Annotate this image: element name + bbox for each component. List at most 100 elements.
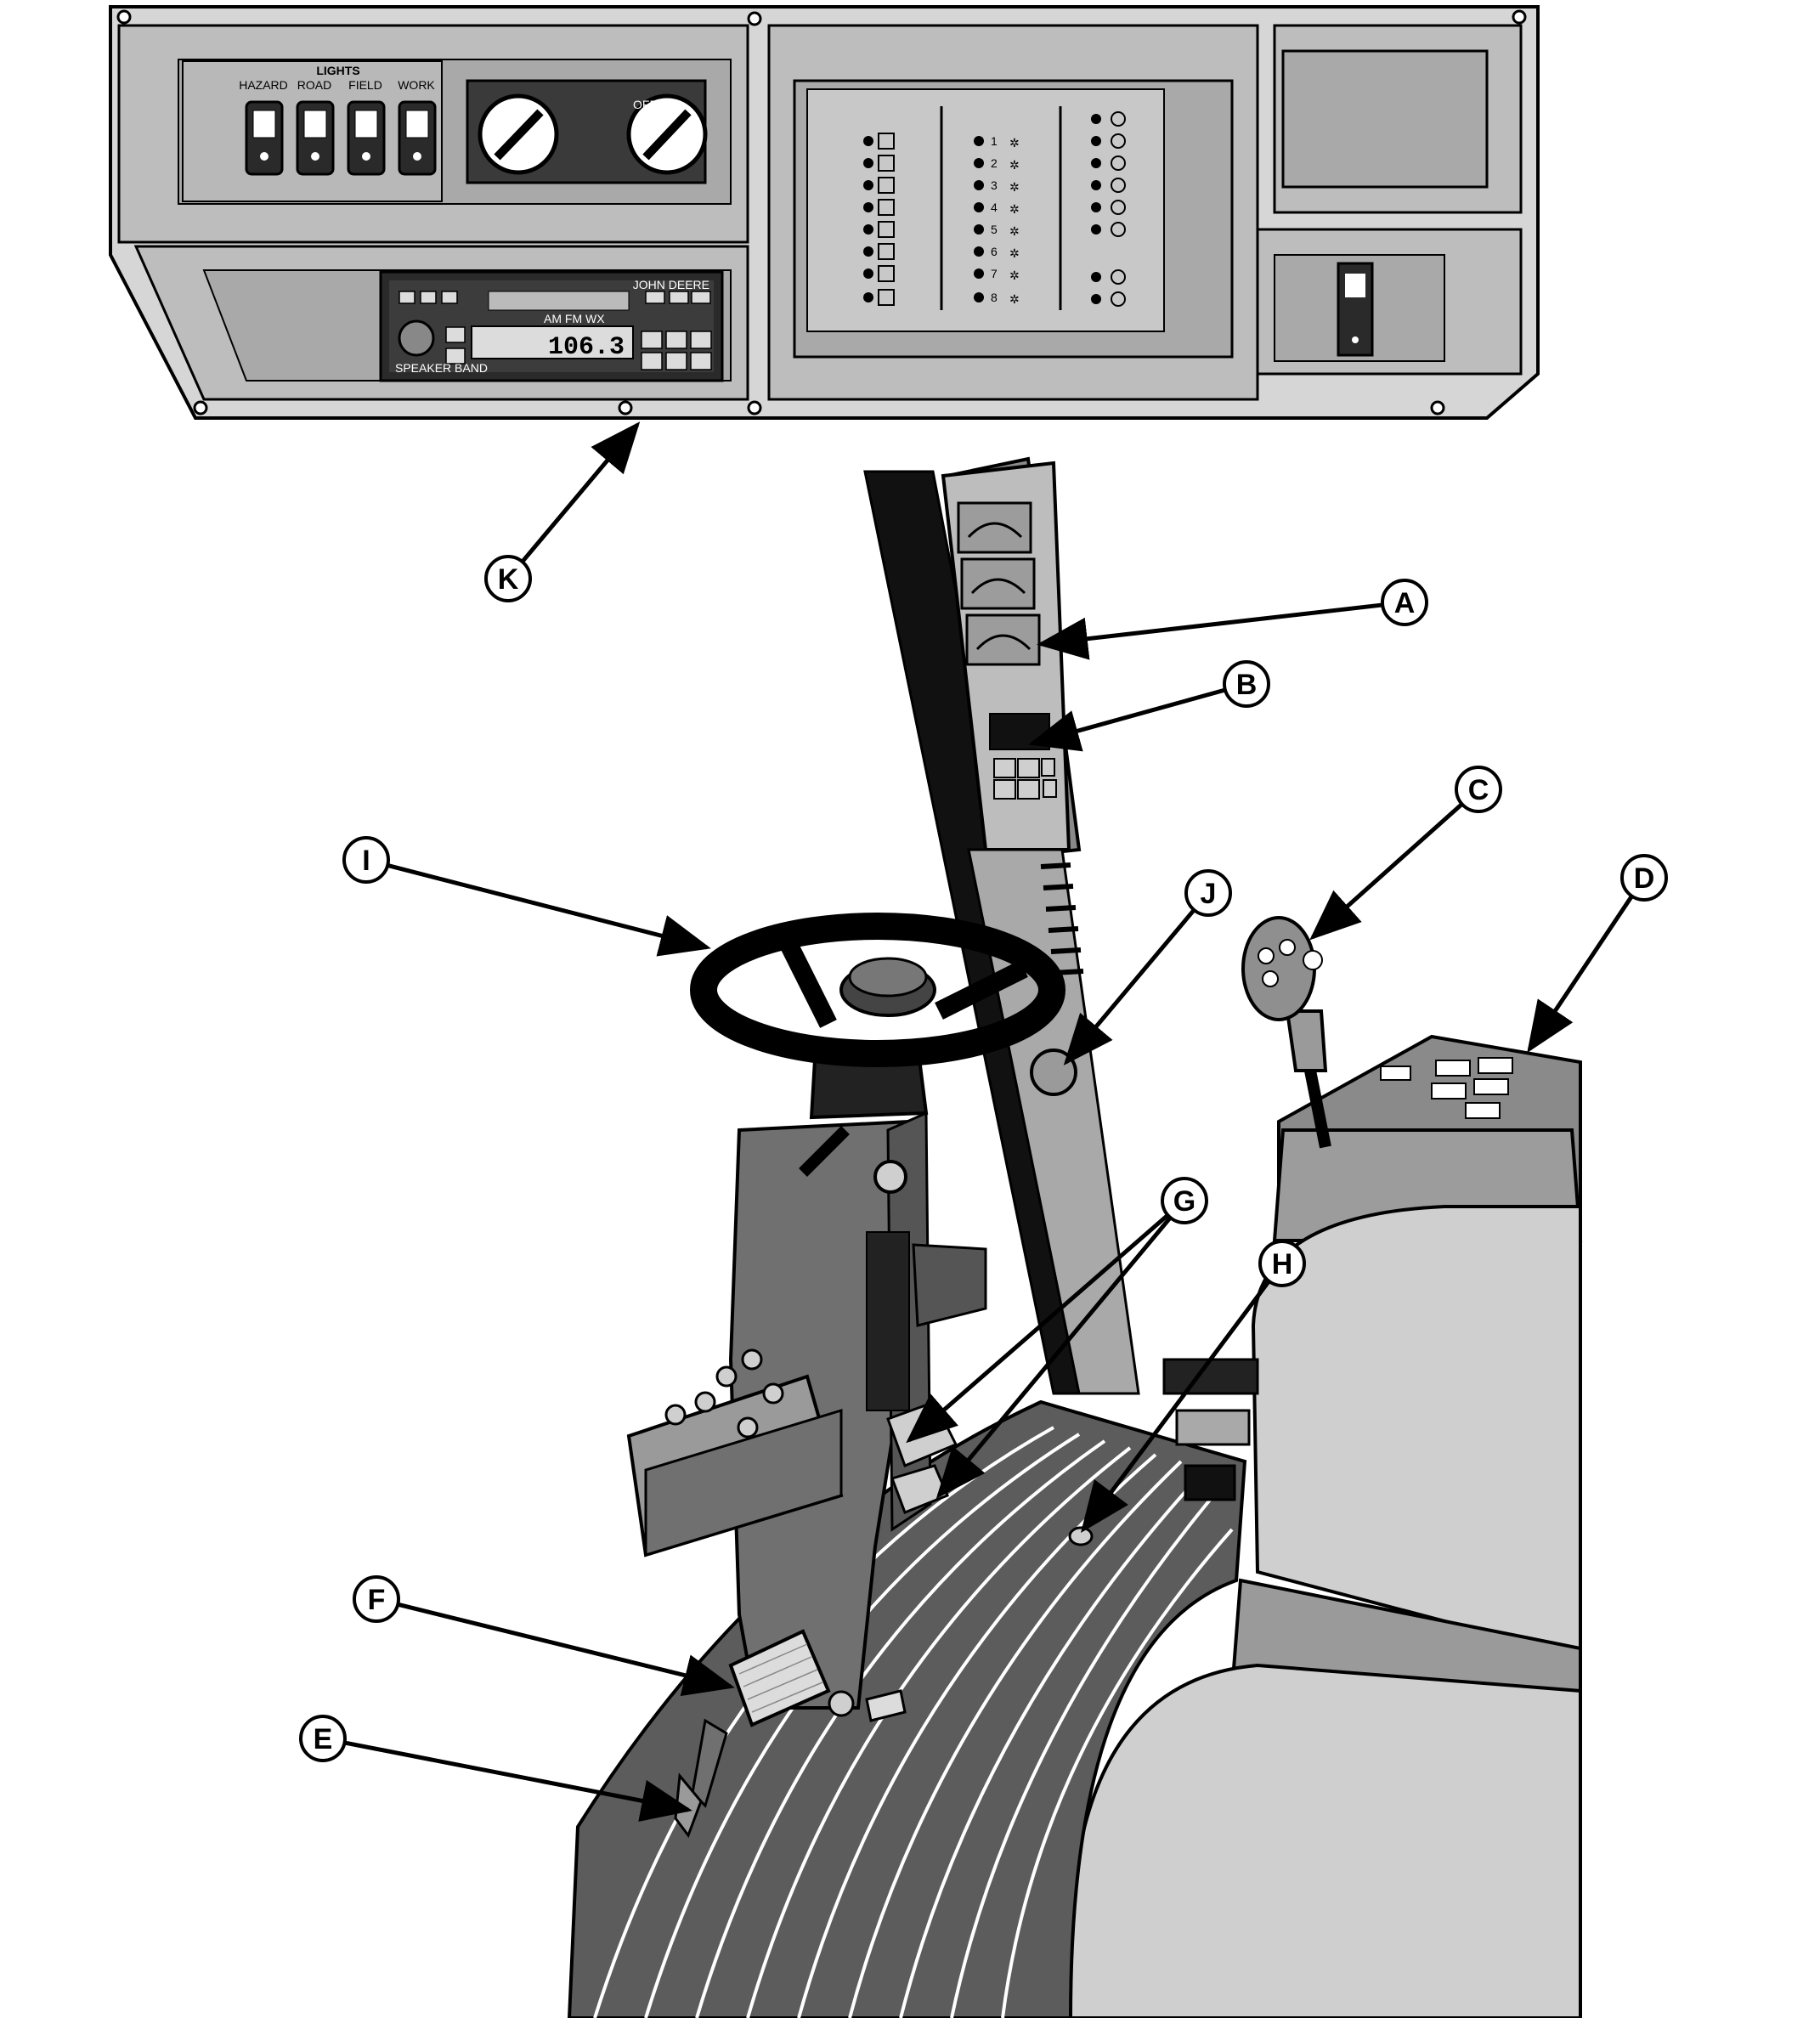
radio-button[interactable] bbox=[445, 326, 466, 343]
work-light-switch[interactable] bbox=[398, 100, 437, 176]
tilt-lever[interactable] bbox=[799, 1126, 907, 1194]
radio-preset-button[interactable] bbox=[398, 291, 415, 304]
hydraulic-icon bbox=[878, 177, 895, 194]
sprayer-section-icon: ✲ bbox=[1009, 292, 1020, 306]
wiper-switch[interactable] bbox=[957, 501, 1032, 554]
floor-button[interactable] bbox=[1068, 1526, 1094, 1546]
field-light-switch[interactable] bbox=[347, 100, 386, 176]
remote-valve-knob[interactable] bbox=[741, 1348, 763, 1371]
console-switch-bank[interactable] bbox=[1380, 1057, 1513, 1119]
left-hydraulic-console bbox=[626, 1348, 844, 1557]
off-label: OFF bbox=[633, 98, 657, 111]
radio-button[interactable] bbox=[445, 348, 466, 365]
callout-e: E bbox=[299, 1715, 692, 1822]
indicator-number: 1 bbox=[991, 134, 998, 148]
radio-mode-button[interactable] bbox=[690, 331, 712, 349]
callout-g: G bbox=[906, 1177, 1208, 1499]
callout-arrow bbox=[1063, 909, 1195, 1066]
floor-pedal-right[interactable] bbox=[1184, 1464, 1236, 1501]
callout-arrow bbox=[1037, 602, 1382, 660]
callout-arrow bbox=[906, 1213, 1169, 1444]
wiper-switch-panel bbox=[957, 501, 1041, 666]
parking-brake-icon bbox=[878, 133, 895, 150]
sprayer-section-icon: ✲ bbox=[1009, 202, 1020, 216]
callout-letter: G bbox=[1173, 1185, 1195, 1218]
radio-mode-button[interactable] bbox=[641, 331, 663, 349]
callout-b: B bbox=[1028, 660, 1270, 752]
road-light-switch[interactable] bbox=[296, 100, 335, 176]
remote-valve-knob[interactable] bbox=[715, 1365, 738, 1388]
radio-seek-button[interactable] bbox=[691, 291, 711, 304]
callout-arrow bbox=[935, 1217, 1172, 1499]
climate-control-panel: OFF bbox=[466, 79, 708, 184]
radio-power-knob[interactable] bbox=[398, 319, 435, 357]
light-switch-label: FIELD bbox=[348, 78, 382, 92]
callout-circle bbox=[299, 1715, 347, 1762]
callout-a: A bbox=[1037, 579, 1428, 660]
callout-circle bbox=[1620, 854, 1668, 902]
remote-valve-knob[interactable] bbox=[694, 1391, 716, 1413]
hitch-icon bbox=[1111, 111, 1126, 127]
callout-letter: I bbox=[362, 845, 370, 877]
seat-icon bbox=[1111, 269, 1126, 285]
hazard-light-switch[interactable] bbox=[245, 100, 284, 176]
lights-title: LIGHTS bbox=[316, 64, 359, 77]
callout-circle bbox=[342, 836, 390, 884]
seat-cushion bbox=[1067, 1663, 1582, 2018]
callout-circle bbox=[484, 555, 532, 602]
display-window bbox=[1281, 49, 1489, 189]
wiper-switch[interactable] bbox=[965, 613, 1041, 666]
steering-wheel[interactable] bbox=[690, 913, 1065, 1067]
road-light-icon bbox=[303, 110, 327, 138]
wiper-rocker-switch[interactable] bbox=[1337, 262, 1374, 357]
callout-circle bbox=[1455, 766, 1502, 813]
pto-icon bbox=[1111, 155, 1126, 171]
callout-letter: D bbox=[1634, 862, 1655, 895]
callout-letter: F bbox=[368, 1584, 386, 1616]
radio-preset-button[interactable] bbox=[441, 291, 458, 304]
callout-circle bbox=[1184, 869, 1232, 917]
shift-knob[interactable] bbox=[1241, 916, 1316, 1021]
dashboard-panel: LIGHTS HAZARD ROAD FIELD WORK OFF 106.3 JOH… bbox=[109, 5, 1540, 420]
callout-k: K bbox=[484, 421, 641, 602]
radio-brand: JOHN DEERE bbox=[633, 278, 709, 291]
callout-letter: E bbox=[314, 1723, 333, 1755]
right-console bbox=[1067, 916, 1583, 2018]
gear-shift-lever[interactable] bbox=[1241, 916, 1331, 1149]
radio-mode-button[interactable] bbox=[641, 352, 663, 370]
radio-seek-button[interactable] bbox=[669, 291, 689, 304]
remote-valve-knob[interactable] bbox=[664, 1404, 687, 1426]
callout-circle bbox=[1258, 1240, 1306, 1287]
sprayer-section-icon: ✲ bbox=[1009, 269, 1020, 282]
transmission-icon bbox=[878, 221, 895, 238]
callout-h: H bbox=[1081, 1240, 1306, 1534]
callout-arrow bbox=[1081, 1280, 1270, 1534]
radio-frequency: 106.3 bbox=[548, 333, 625, 362]
radio-mode-button[interactable] bbox=[665, 352, 687, 370]
callout-arrow bbox=[1527, 896, 1634, 1054]
light-switch-label: ROAD bbox=[297, 78, 331, 92]
radio-seek-button[interactable] bbox=[645, 291, 665, 304]
wiper-switch[interactable] bbox=[960, 557, 1036, 610]
light-switch-label: WORK bbox=[398, 78, 435, 92]
remote-valve-knob[interactable] bbox=[762, 1382, 784, 1405]
ok-icon bbox=[1111, 291, 1126, 307]
radio-mode-button[interactable] bbox=[690, 352, 712, 370]
clutch-pedal[interactable] bbox=[691, 1629, 907, 1808]
callout-arrow bbox=[521, 421, 641, 562]
light-switch-label: HAZARD bbox=[239, 78, 288, 92]
work-light-icon bbox=[405, 110, 429, 138]
lights-switch-group: LIGHTS HAZARD ROAD FIELD WORK bbox=[182, 60, 443, 202]
radio-preset-button[interactable] bbox=[420, 291, 437, 304]
wrench-icon bbox=[1111, 178, 1126, 193]
radio-mode-button[interactable] bbox=[665, 331, 687, 349]
hazard-triangle-icon bbox=[252, 110, 276, 138]
radio-display bbox=[471, 325, 634, 359]
battery-icon bbox=[878, 243, 895, 260]
radio-band: AM FM WX bbox=[544, 312, 605, 325]
callout-d: D bbox=[1527, 854, 1668, 1054]
callout-arrow bbox=[345, 1740, 692, 1822]
sprayer-section-icon: ✲ bbox=[1009, 180, 1020, 194]
remote-valve-knob[interactable] bbox=[737, 1416, 759, 1439]
